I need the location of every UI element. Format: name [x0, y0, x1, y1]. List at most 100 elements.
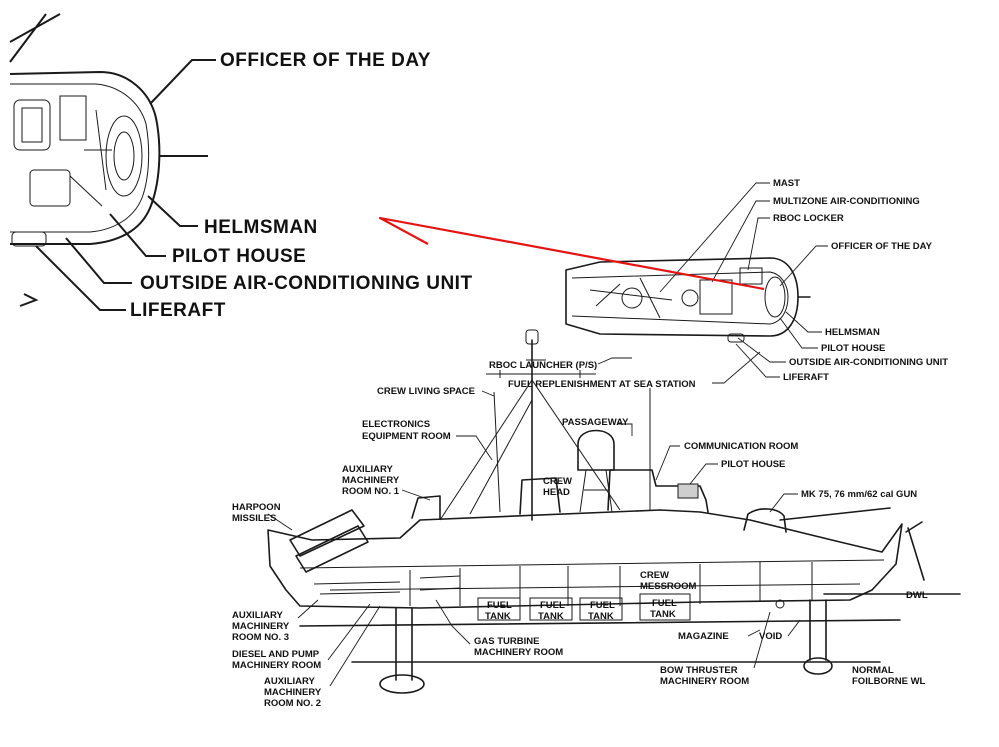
harpoon-canister-2 [295, 525, 369, 573]
label-magazine: MAGAZINE [678, 631, 729, 642]
plan-equipment-1 [681, 289, 699, 307]
label-fuel-1: FUEL [487, 600, 512, 611]
plan-leader-rboc [747, 217, 770, 271]
zoom-label-ac-unit: OUTSIDE AIR-CONDITIONING UNIT [140, 273, 473, 294]
plan-view: MAST MULTIZONE AIR-CONDITIONING RBOC LOC… [565, 178, 948, 383]
leader-aux2 [329, 605, 381, 687]
label-bow-thruster-2: MACHINERY ROOM [660, 676, 749, 687]
zoom-liferaft-pod [11, 231, 47, 247]
plan-leader-officer [779, 245, 828, 287]
mid-deckhouse [519, 477, 561, 515]
label-gas-turbine-1: GAS TURBINE [474, 636, 539, 647]
plan-label-pilot-house: PILOT HOUSE [821, 343, 885, 354]
leader-gas-turbine [435, 599, 471, 645]
whip-antenna [493, 391, 501, 513]
forward-strut [809, 599, 827, 661]
zoom-leader-helmsman [147, 195, 198, 227]
label-crew-head-1: CREW [543, 476, 572, 487]
plan-leader-mast [659, 182, 770, 293]
leader-rboc-launcher [597, 357, 632, 365]
label-aux2-3: ROOM NO. 2 [264, 698, 321, 709]
label-mk75: MK 75, 76 mm/62 cal GUN [801, 489, 917, 500]
leader-electronics [456, 435, 493, 461]
zoom-small-mark [19, 293, 39, 307]
mast-top [525, 329, 539, 345]
zoom-deckhouse-outline [9, 70, 161, 245]
machinery-detail [313, 575, 461, 595]
hull-outline [267, 509, 903, 609]
label-diesel-2: MACHINERY ROOM [232, 660, 321, 671]
zoom-label-helmsman: HELMSMAN [204, 217, 318, 238]
plan-leader-pilot [779, 317, 818, 349]
zoom-label-officer: OFFICER OF THE DAY [220, 50, 431, 71]
leader-harpoon [267, 513, 293, 531]
leader-crew-living [481, 390, 495, 397]
zoom-diagonal-lines [9, 13, 61, 63]
radome [577, 429, 615, 471]
lower-deck-line [329, 583, 861, 591]
zoom-leader-pilot [109, 213, 166, 257]
plan-liferaft-pod [727, 333, 745, 343]
zoom-console-1 [13, 99, 51, 151]
plan-leader-liferaft [735, 343, 780, 378]
gun-barrel [779, 507, 891, 521]
label-aux1-3: ROOM NO. 1 [342, 486, 400, 497]
main-deck-line [299, 559, 885, 569]
label-foilborne-1: NORMAL [852, 665, 894, 676]
zoom-helm-station [105, 115, 143, 197]
leader-diesel [327, 603, 371, 661]
gun-mount [743, 508, 787, 533]
keel-line [299, 619, 901, 627]
bulkheads [409, 562, 813, 606]
zoom-console-4 [29, 169, 71, 207]
zoom-leader-ac [65, 237, 132, 284]
side-profile [267, 329, 961, 694]
label-crew-living: CREW LIVING SPACE [377, 386, 475, 397]
label-diesel-1: DIESEL AND PUMP [232, 649, 320, 660]
label-aux3-3: ROOM NO. 3 [232, 632, 289, 643]
label-pilot-house: PILOT HOUSE [721, 459, 785, 470]
profile-leaders [267, 351, 801, 687]
leader-aux1 [401, 489, 431, 501]
label-foilborne-2: FOILBORNE WL [852, 676, 926, 687]
zoom-arrow [378, 216, 765, 291]
plan-label-mast: MAST [773, 178, 800, 189]
label-harpoon-1: HARPOON [232, 502, 281, 513]
fuel-tank-4 [639, 593, 691, 621]
plan-label-rboc-locker: RBOC LOCKER [773, 213, 844, 224]
zoom-helm-inner [113, 131, 135, 181]
label-crew-mess-2: MESSROOM [640, 581, 697, 592]
label-fuel-3: FUEL [590, 600, 615, 611]
label-tank-4: TANK [650, 609, 676, 620]
fuel-tank-2 [529, 597, 573, 621]
label-aux2-2: MACHINERY [264, 687, 322, 698]
aft-strut-left [395, 607, 413, 681]
forward-foil-pod [803, 657, 833, 675]
label-dwl: DWL [906, 590, 928, 601]
label-fuel-4: FUEL [652, 598, 677, 609]
zoom-console-2 [21, 107, 43, 143]
label-passageway: PASSAGEWAY [562, 417, 629, 428]
label-aux1-2: MACHINERY [342, 475, 400, 486]
leader-mk75 [769, 493, 798, 513]
label-void: VOID [759, 631, 782, 642]
fuel-tank-3 [579, 597, 623, 621]
zoom-inset: OFFICER OF THE DAY HELMSMAN PILOT HOUSE … [9, 13, 473, 321]
plan-leader-ac [737, 337, 786, 363]
label-tank-3: TANK [588, 611, 614, 622]
label-aux3-2: MACHINERY [232, 621, 290, 632]
mast-stays [439, 379, 621, 521]
leader-communication [655, 445, 680, 481]
plan-label-ac-unit: OUTSIDE AIR-CONDITIONING UNIT [789, 357, 948, 368]
label-aux1-1: AUXILIARY [342, 464, 394, 475]
plan-multizone-unit [699, 279, 733, 315]
label-crew-head-2: HEAD [543, 487, 570, 498]
zoom-label-liferaft: LIFERAFT [130, 300, 226, 321]
leader-aux3 [297, 599, 319, 619]
label-communication: COMMUNICATION ROOM [684, 441, 798, 452]
profile-labels: RBOC LAUNCHER (P/S) FUEL REPLENISHMENT A… [232, 360, 928, 709]
fuel-tank-1 [477, 597, 521, 621]
plan-mast-base [621, 287, 643, 309]
label-aux3-1: AUXILIARY [232, 610, 284, 621]
